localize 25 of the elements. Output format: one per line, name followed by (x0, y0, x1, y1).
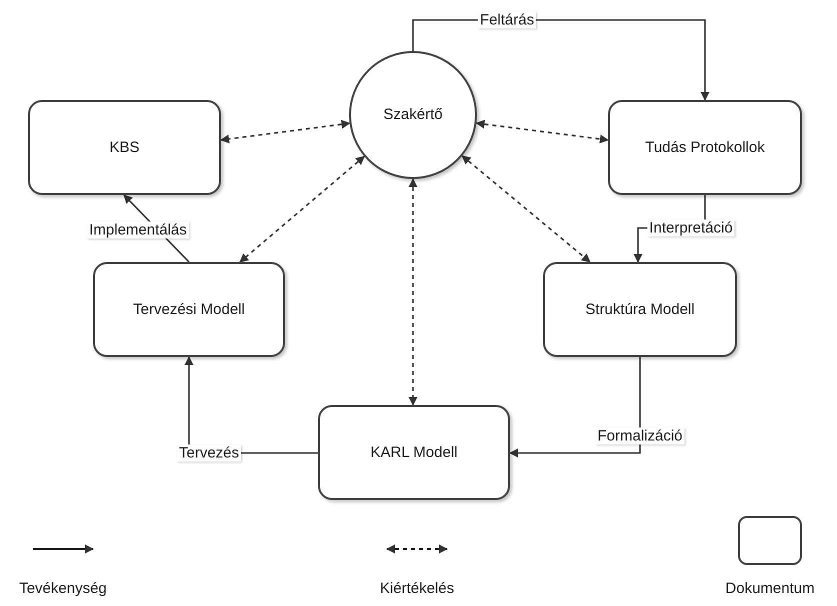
dashed-arrow (476, 120, 609, 144)
node-label: KARL Modell (370, 442, 458, 462)
document-box (318, 405, 510, 500)
edge-label: Implementálás (87, 222, 189, 238)
document-box (93, 262, 285, 357)
legend-label: Tevékenység (19, 580, 107, 597)
legend-label: Dokumentum (725, 580, 815, 597)
node-label: KBS (109, 138, 140, 158)
dashed-arrow (462, 155, 591, 263)
node-label: Tervezési Modell (133, 300, 245, 320)
document-box (543, 262, 737, 357)
dashed-arrow (239, 156, 365, 263)
edge-label: Feltárás (478, 12, 536, 28)
dashed-arrow (220, 120, 350, 144)
arrow (509, 357, 641, 458)
edge-label: Tervezés (176, 444, 242, 462)
legend-label: Kiértékelés (380, 580, 454, 597)
edge-label: Formalizáció (595, 428, 685, 444)
dashed-arrow (408, 178, 418, 406)
node-label: Tudás Protokollok (645, 138, 765, 158)
edge-label: Interpretáció (647, 220, 735, 236)
document-box (608, 100, 802, 195)
node-label: Szakértő (383, 105, 443, 125)
node-label: Struktúra Modell (585, 300, 695, 320)
document-box (28, 100, 221, 195)
